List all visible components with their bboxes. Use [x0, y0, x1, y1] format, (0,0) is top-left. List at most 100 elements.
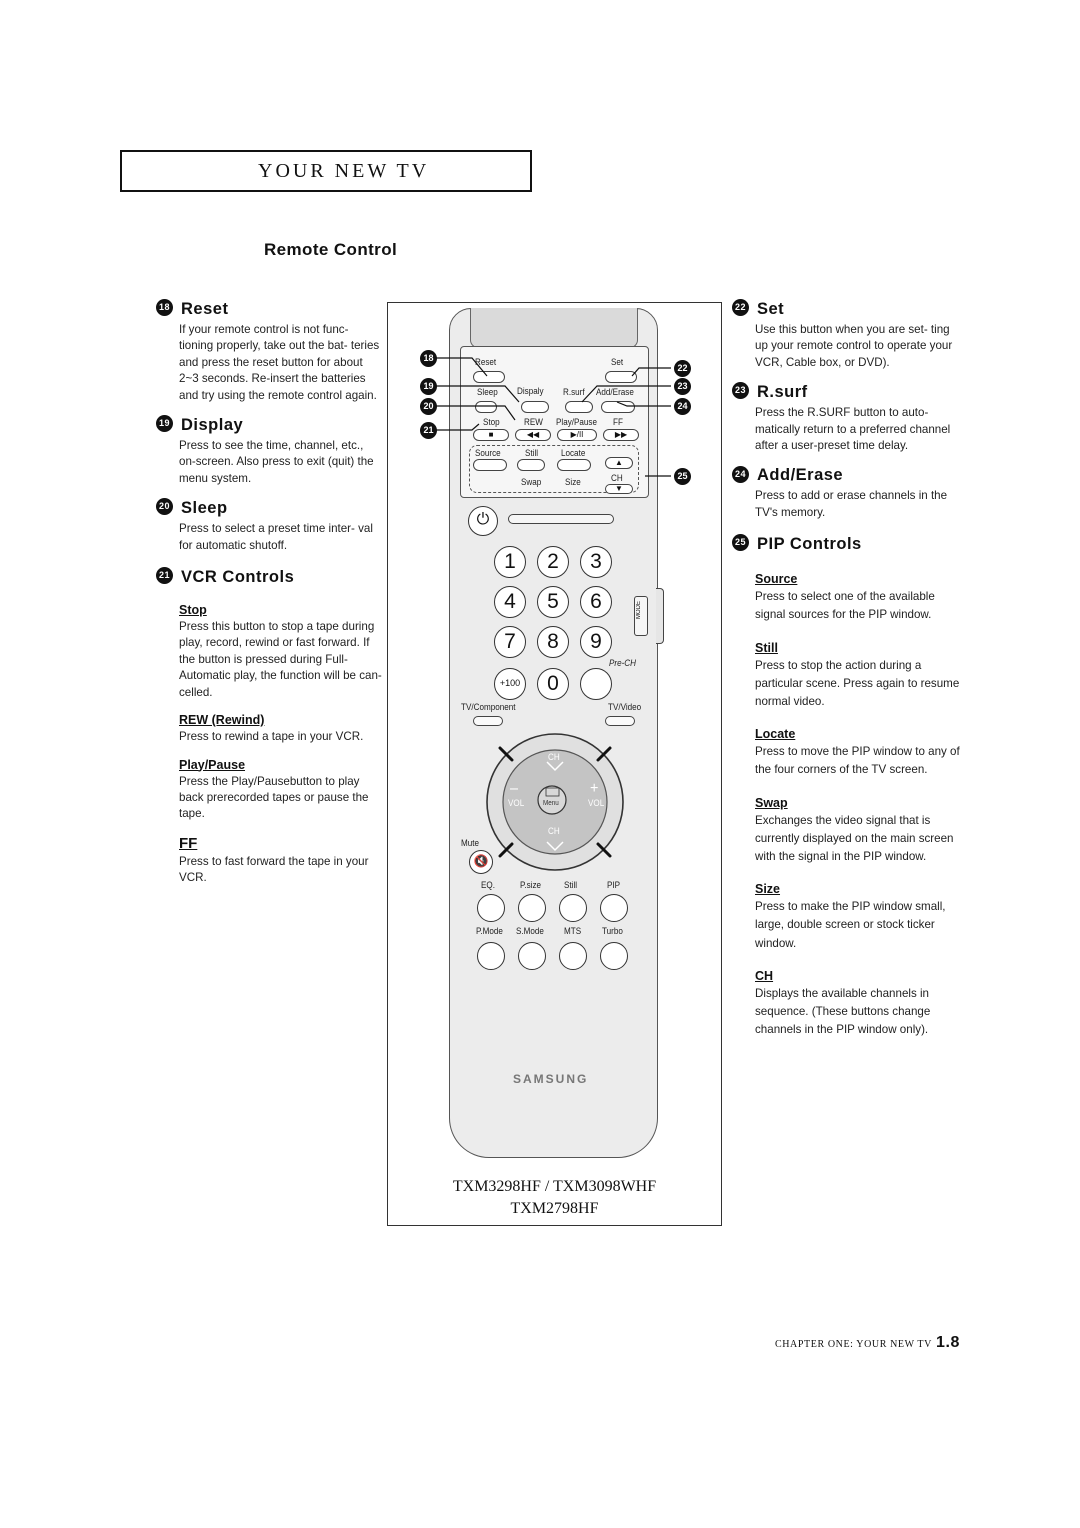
ch-down-label[interactable]: CH	[548, 826, 560, 836]
callout-line-20	[432, 405, 516, 421]
callout-line-24	[616, 401, 671, 407]
still-label: Still	[564, 880, 578, 890]
still-button-main[interactable]	[559, 894, 587, 922]
ir-window	[508, 514, 614, 524]
model-line-1: TXM3298HF / TXM3098WHF	[452, 1178, 657, 1195]
prech-button[interactable]	[580, 668, 612, 700]
callout-number: 19	[156, 415, 173, 433]
callout-line-21	[432, 423, 480, 431]
pip-button[interactable]	[600, 894, 628, 922]
stop-button[interactable]: ■	[473, 429, 509, 441]
pip-size-body: Press to make the PIP window small, larg…	[755, 900, 946, 950]
plus100-key[interactable]: +100	[494, 668, 526, 700]
adderase-button[interactable]	[601, 401, 635, 413]
key-7[interactable]: 7	[494, 626, 526, 658]
key-9[interactable]: 9	[580, 626, 612, 658]
pip-locate-body: Press to move the PIP window to any of t…	[755, 745, 960, 777]
vol-minus-icon: –	[510, 780, 519, 797]
panel-locate-label: Locate	[561, 448, 586, 458]
eq-button[interactable]	[477, 894, 505, 922]
key-4[interactable]: 4	[494, 586, 526, 618]
rew-button[interactable]: ◀◀	[515, 429, 551, 441]
source-button[interactable]	[473, 459, 507, 471]
callout-21: 21	[420, 422, 437, 439]
tv-component-button[interactable]	[473, 716, 503, 726]
locate-button[interactable]	[557, 459, 591, 471]
panel-rsurf-label: R.surf	[563, 387, 585, 397]
ch-down-arrow-icon	[546, 841, 564, 852]
vcr-playpause-body: Press the Play/Pausebutton to play back …	[179, 774, 369, 821]
panel-still-label: Still	[525, 448, 539, 458]
model-line-2: TXM2798HF	[510, 1200, 599, 1217]
key-0[interactable]: 0	[537, 668, 569, 700]
key-1[interactable]: 1	[494, 546, 526, 578]
still-button[interactable]	[517, 459, 545, 471]
vol-up-label[interactable]: VOL	[588, 798, 605, 808]
panel-sleep-label: Sleep	[477, 387, 498, 397]
panel-source-label: Source	[475, 448, 501, 458]
model-caption: TXM3298HF / TXM3098WHF TXM2798HF	[387, 1176, 722, 1220]
callout-number: 18	[156, 299, 173, 317]
pmode-button[interactable]	[477, 942, 505, 970]
smode-button[interactable]	[518, 942, 546, 970]
rsurf-body: Press the R.SURF button to auto- matical…	[755, 406, 951, 453]
nav-pad	[486, 733, 624, 871]
key-3[interactable]: 3	[580, 546, 612, 578]
set-body: Use this button when you are set- ting u…	[755, 323, 953, 369]
reset-body: If your remote control is not func- tion…	[179, 323, 380, 402]
panel-ch-label: CH	[611, 473, 623, 483]
power-icon[interactable]: ⏻	[468, 506, 498, 536]
pip-label: PIP	[607, 880, 621, 890]
pip-ch-down-button[interactable]: ▼	[605, 484, 633, 494]
panel-rew-label: REW	[524, 417, 543, 427]
callout-18: 18	[420, 350, 437, 367]
panel-ff-label: FF	[613, 417, 623, 427]
key-5[interactable]: 5	[537, 586, 569, 618]
nav-line-tl	[498, 746, 514, 762]
section-title: Remote Control	[264, 240, 398, 259]
reset-button[interactable]	[473, 371, 505, 383]
key-8[interactable]: 8	[537, 626, 569, 658]
turbo-button[interactable]	[600, 942, 628, 970]
set-button[interactable]	[605, 371, 637, 383]
mute-icon[interactable]: 🔇	[469, 850, 493, 874]
vol-plus-icon: +	[590, 780, 599, 797]
psize-button[interactable]	[518, 894, 546, 922]
callout-number: 24	[732, 465, 749, 483]
pip-locate-subhead: Locate	[755, 727, 796, 742]
sleep-button[interactable]	[475, 401, 497, 413]
remote-lid	[470, 308, 638, 348]
chapter-header-title: YOUR NEW TV	[258, 160, 430, 182]
playpause-button[interactable]: ▶/II	[557, 429, 597, 441]
panel-display-label: Dispaly	[517, 386, 544, 396]
rsurf-button[interactable]	[565, 401, 593, 413]
footer-chapter: CHAPTER ONE: YOUR NEW TV	[774, 1339, 932, 1350]
display-button[interactable]	[521, 401, 549, 413]
ff-button[interactable]: ▶▶	[603, 429, 639, 441]
pip-swap-body: Exchanges the video signal that is curre…	[755, 813, 954, 864]
pip-items: Source Press to select one of the availa…	[755, 572, 964, 1039]
callout-22: 22	[674, 360, 691, 377]
display-body: Press to see the time, channel, etc., on…	[179, 439, 374, 485]
key-2[interactable]: 2	[537, 546, 569, 578]
vol-down-label[interactable]: VOL	[508, 798, 525, 808]
ch-up-label[interactable]: CH	[548, 752, 560, 762]
mode-switch[interactable]: MODE	[634, 596, 648, 636]
key-6[interactable]: 6	[580, 586, 612, 618]
side-slider	[656, 588, 664, 644]
pip-ch-up-button[interactable]: ▲	[605, 457, 633, 469]
smode-label: S.Mode	[516, 926, 544, 936]
tv-video-button[interactable]	[605, 716, 635, 726]
mts-button[interactable]	[559, 942, 587, 970]
panel-swap-label: Swap	[521, 477, 542, 487]
tv-video-label: TV/Video	[608, 702, 642, 712]
pip-button-group	[469, 445, 639, 493]
